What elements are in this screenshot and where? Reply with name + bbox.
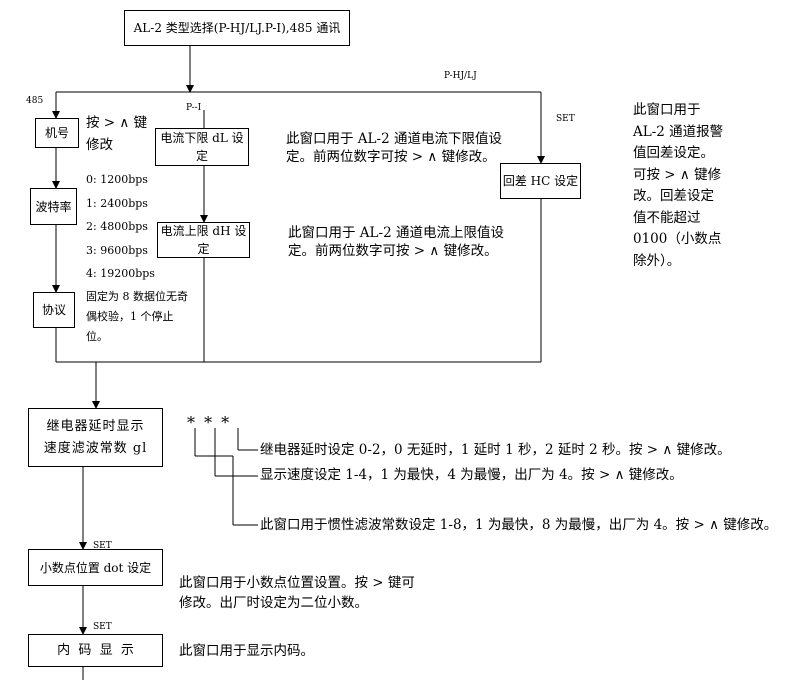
baud-option: 4: 19200bps bbox=[86, 267, 155, 280]
filter-constant-note: 此窗口用于惯性滤波常数设定 1-8，1 为最快，8 为最慢，出厂为 4。按 > … bbox=[260, 517, 778, 533]
current-low-label: 电流下限 dL 设定 bbox=[160, 131, 244, 163]
p-hj-lj-label: P-HJ/LJ bbox=[444, 71, 477, 81]
baud-option: 2: 4800bps bbox=[86, 220, 148, 233]
param-stars: * * * bbox=[187, 413, 232, 432]
decimal-point-label: 小数点位置 dot 设定 bbox=[39, 560, 152, 575]
baud-rate-box: 波特率 bbox=[30, 188, 77, 225]
hysteresis-box: 回差 HC 设定 bbox=[500, 163, 581, 199]
relay-filter-line2: 速度滤波常数 gl bbox=[43, 440, 148, 456]
display-speed-note: 显示速度设定 1-4，1 为最快，4 为最慢，出厂为 4。按 > ∧ 键修改。 bbox=[260, 467, 683, 483]
protocol-label: 协议 bbox=[41, 303, 66, 317]
set-dot-label: SET bbox=[93, 541, 112, 551]
hysteresis-note: 此窗口用于 AL-2 通道报警值回差设定。可按 > ∧ 键修改。回差设定值不能超… bbox=[633, 102, 724, 269]
decimal-point-note: 此窗口用于小数点位置设置。按 > 键可修改。出厂时设定为二位小数。 bbox=[179, 575, 415, 611]
relay-filter-line1: 继电器延时显示 bbox=[46, 418, 145, 434]
baud-option: 0: 1200bps bbox=[86, 173, 148, 186]
type-select-box: AL-2 类型选择(P-HJ/LJ.P-I),485 通讯 bbox=[124, 10, 350, 46]
relay-filter-box: 继电器延时显示 速度滤波常数 gl bbox=[28, 408, 163, 467]
current-high-label: 电流上限 dH 设定 bbox=[160, 224, 247, 256]
current-high-box: 电流上限 dH 设定 bbox=[157, 222, 250, 258]
set-hc-label: SET bbox=[556, 114, 575, 124]
baud-options-list: 0: 1200bps 1: 2400bps 2: 4800bps 3: 9600… bbox=[86, 168, 155, 286]
set-code-label: SET bbox=[93, 622, 112, 632]
station-number-label: 机号 bbox=[44, 126, 69, 140]
baud-rate-label: 波特率 bbox=[35, 199, 72, 214]
internal-code-note: 此窗口用于显示内码。 bbox=[179, 643, 314, 659]
current-high-note: 此窗口用于 AL-2 通道电流上限值设定。前两位数字可按 > ∧ 键修改。 bbox=[288, 225, 504, 259]
p-i-label: P--I bbox=[186, 103, 202, 113]
hysteresis-label: 回差 HC 设定 bbox=[502, 174, 579, 188]
internal-code-box: 内 码 显 示 bbox=[28, 634, 163, 667]
baud-option: 1: 2400bps bbox=[86, 196, 148, 210]
station-number-box: 机号 bbox=[35, 118, 79, 148]
decimal-point-box: 小数点位置 dot 设定 bbox=[28, 549, 163, 586]
rs485-label: 485 bbox=[26, 96, 44, 106]
current-low-note: 此窗口用于 AL-2 通道电流下限值设定。前两位数字可按 > ∧ 键修改。 bbox=[286, 131, 502, 165]
protocol-note: 固定为 8 数据位无奇偶校验，1 个停止位。 bbox=[86, 290, 188, 343]
current-low-box: 电流下限 dL 设定 bbox=[155, 128, 249, 166]
baud-option: 3: 9600bps bbox=[86, 243, 148, 257]
protocol-box: 协议 bbox=[33, 292, 75, 328]
type-select-label: AL-2 类型选择(P-HJ/LJ.P-I),485 通讯 bbox=[133, 21, 341, 35]
internal-code-label: 内 码 显 示 bbox=[57, 642, 134, 658]
station-number-note: 按 > ∧ 键修改 bbox=[86, 115, 148, 153]
relay-delay-note: 继电器延时设定 0-2，0 无延时，1 延时 1 秒，2 延时 2 秒。按 > … bbox=[260, 442, 731, 458]
